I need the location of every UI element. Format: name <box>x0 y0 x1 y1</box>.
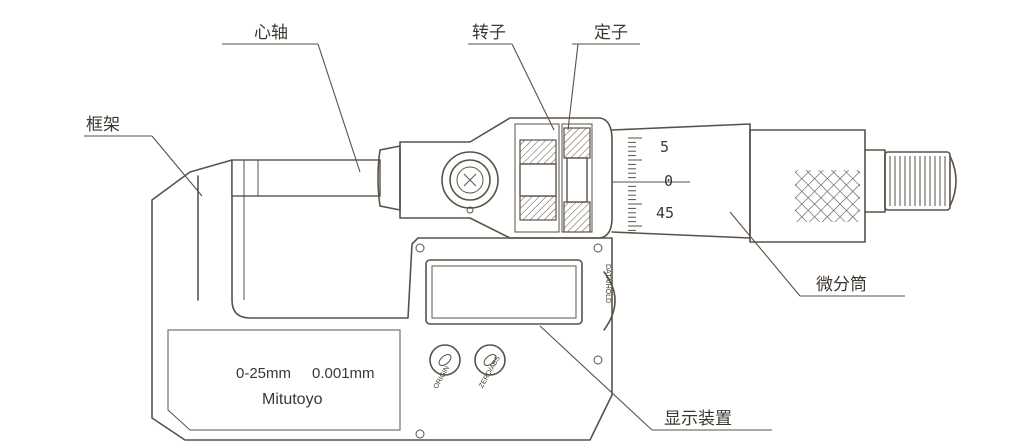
sleeve <box>611 123 751 239</box>
brand-name: Mitutoyo <box>262 391 323 408</box>
data-hold-button: DATA/HOLD <box>603 264 616 331</box>
label-display: 显示装置 <box>664 409 732 429</box>
thimble <box>749 129 957 243</box>
screw-icon <box>415 243 603 439</box>
spindle <box>231 145 401 211</box>
resolution: 0.001mm <box>312 365 375 382</box>
lcd-display <box>425 259 583 325</box>
origin-button: ORIGIN <box>429 344 461 390</box>
zero-abs-button: ZERO/ABS <box>474 344 506 389</box>
rotor <box>514 123 560 233</box>
label-thimble: 微分筒 <box>816 275 867 295</box>
sensor-housing <box>399 117 613 239</box>
label-rotor: 转子 <box>472 23 506 43</box>
thimble-scale-label: 0 <box>664 172 673 190</box>
thimble-scale-label: 5 <box>660 138 669 156</box>
measuring-range: 0-25mm <box>236 365 291 382</box>
label-frame: 框架 <box>86 115 120 135</box>
origin-button-label: ORIGIN <box>433 365 452 390</box>
label-stator: 定子 <box>594 23 628 43</box>
stator <box>561 123 593 233</box>
leader-lines <box>84 43 905 431</box>
thimble-scale-label: 45 <box>656 204 674 222</box>
data-hold-button-label: DATA/HOLD <box>604 264 611 303</box>
label-spindle: 心轴 <box>254 23 288 43</box>
